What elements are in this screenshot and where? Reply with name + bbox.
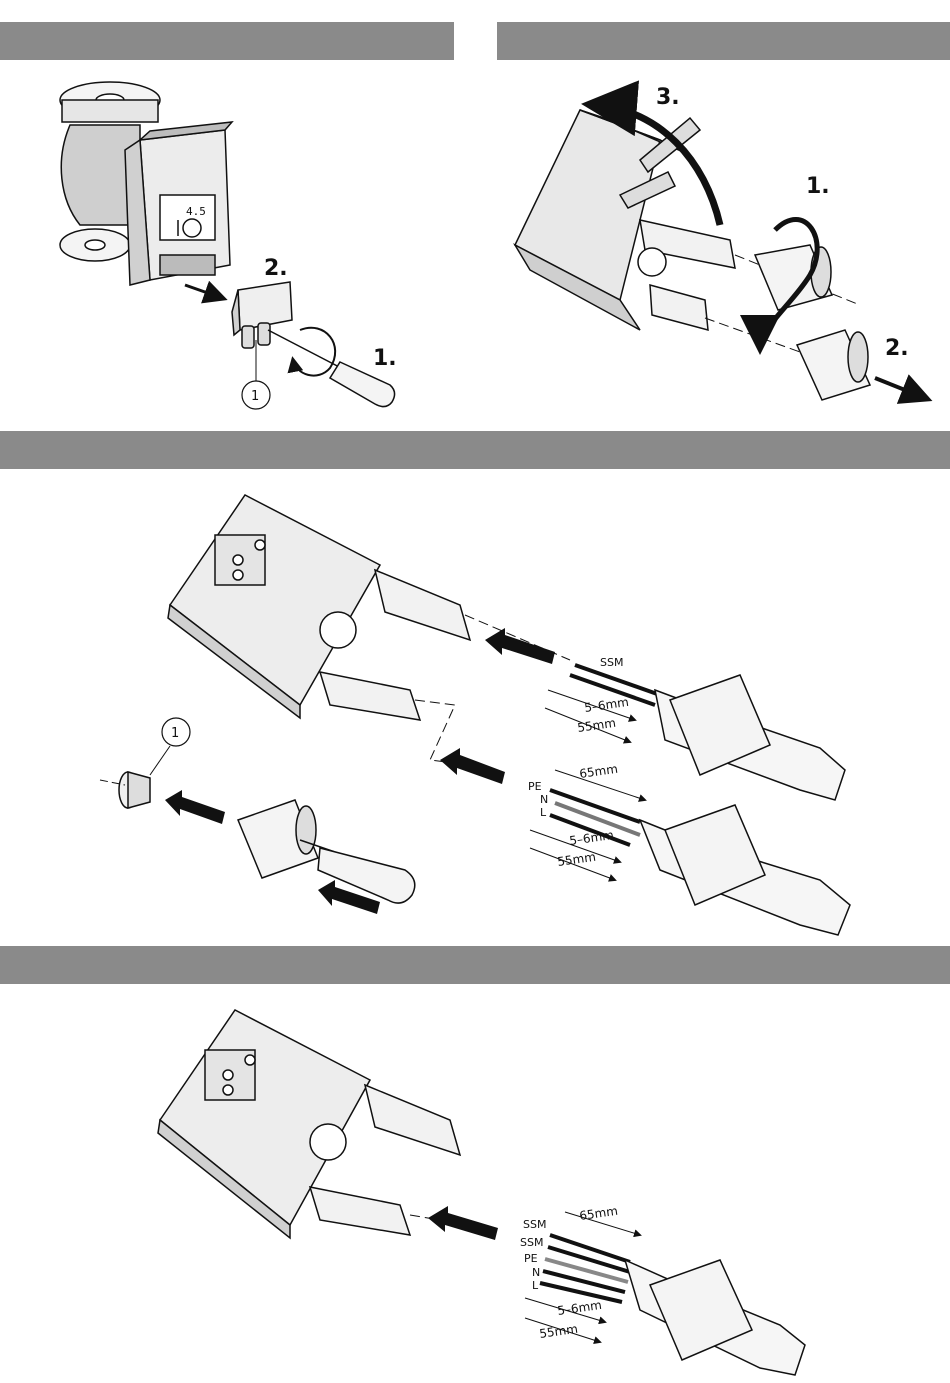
- panel-2-open-connector: 1. 2. 3.: [515, 85, 925, 400]
- arrow-right-icon: [185, 285, 222, 298]
- step-1-label: 1.: [806, 174, 830, 199]
- ssm-strip-length: 5–6mm: [583, 695, 629, 715]
- rotate-arrow-icon: [293, 328, 335, 376]
- panel-1-remove-module: 4.5 1. 2. 1: [60, 82, 397, 409]
- arrow-left-icon: [485, 628, 555, 664]
- panel-3-cable-preparation: SSM 5–6mm 55mm PE N L 65mm 5–6mm 55mm 1: [100, 495, 850, 935]
- power-sheath-length: 55mm: [556, 850, 596, 869]
- connector-box-icon: [158, 1010, 460, 1238]
- arrow-left-icon: [428, 1206, 498, 1240]
- screwdriver-icon: [300, 840, 415, 903]
- callout-1-label: 1: [251, 389, 259, 404]
- wire-label-5: L: [532, 1279, 539, 1292]
- pump-icon: [60, 82, 232, 285]
- power-long-length: 65mm: [578, 762, 618, 781]
- ssm-cable-icon: [570, 665, 845, 800]
- cable-strip-length: 5–6mm: [556, 1298, 602, 1318]
- cable-long-length: 65mm: [578, 1204, 618, 1223]
- pump-display-value: 4.5: [186, 205, 206, 218]
- step-3-label: 3.: [656, 85, 680, 110]
- panel-4-insert-cable: SSM SSM PE N L 65mm 5–6mm 55mm: [158, 1010, 805, 1375]
- arrow-left-icon: [165, 790, 225, 824]
- arrow-right-icon: [875, 378, 925, 398]
- arrow-left-icon: [440, 748, 505, 784]
- ssm-sheath-length: 55mm: [576, 716, 616, 735]
- connector-box-icon: [168, 495, 470, 720]
- pe-wire-label: PE: [528, 780, 542, 793]
- l-wire-label: L: [540, 806, 547, 819]
- wire-label-4: N: [532, 1266, 540, 1279]
- wire-label-1: SSM: [523, 1218, 546, 1231]
- step-2-label: 2.: [264, 256, 288, 281]
- plug-icon: [119, 772, 150, 808]
- power-strip-length: 5–6mm: [568, 828, 614, 848]
- wire-label-2: SSM: [520, 1236, 543, 1249]
- wire-label-3: PE: [524, 1252, 538, 1265]
- cable-gland-icon: [238, 800, 318, 878]
- callout-1-label: 1: [171, 726, 179, 741]
- n-wire-label: N: [540, 793, 548, 806]
- connector-box-icon: [515, 110, 735, 330]
- step-2-label: 2.: [885, 336, 909, 361]
- step-1-label: 1.: [373, 346, 397, 371]
- ssm-wire-label: SSM: [600, 656, 623, 669]
